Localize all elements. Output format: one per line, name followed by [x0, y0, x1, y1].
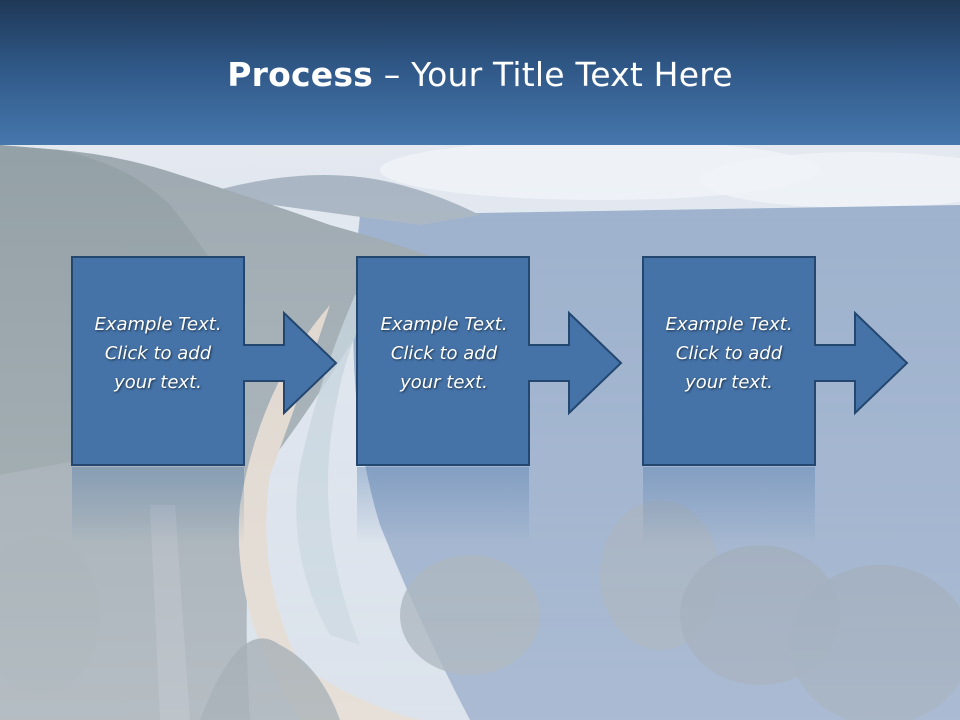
process-step-2-arrow[interactable] [355, 255, 627, 545]
process-step-1-text[interactable]: Example Text. Click to add your text. [72, 310, 244, 397]
step-1-line-2: Click to add [104, 343, 212, 364]
process-step-1-arrow[interactable] [70, 255, 342, 545]
title-bar [0, 0, 960, 145]
step-3-line-3: your text. [685, 372, 773, 393]
step-3-line-1: Example Text. [665, 314, 793, 335]
step-1-line-1: Example Text. [94, 314, 222, 335]
step-1-line-3: your text. [114, 372, 202, 393]
slide-title[interactable]: Process – Your Title Text Here [0, 52, 960, 98]
step-3-line-2: Click to add [675, 343, 783, 364]
title-bold: Process [227, 55, 374, 94]
process-step-3-arrow[interactable] [641, 255, 913, 545]
step-2-line-3: your text. [400, 372, 488, 393]
title-rest: – Your Title Text Here [373, 55, 733, 94]
process-step-2-text[interactable]: Example Text. Click to add your text. [358, 310, 530, 397]
process-step-3-text[interactable]: Example Text. Click to add your text. [643, 310, 815, 397]
step-2-line-2: Click to add [390, 343, 498, 364]
step-2-line-1: Example Text. [380, 314, 508, 335]
